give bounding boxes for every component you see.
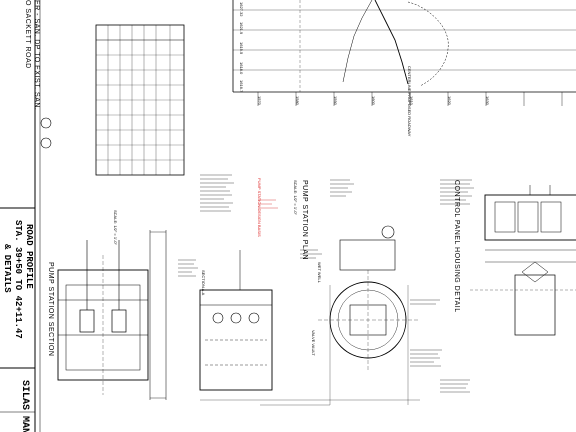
section-aa-label: SECTION A-A <box>201 270 206 296</box>
sheet-title-line1: ROAD PROFILE <box>24 224 34 289</box>
control-panel-housing-title: CONTROL PANEL HOUSING DETAIL <box>453 180 460 313</box>
station-label: 1600 <box>371 96 376 105</box>
elev-label: 1627.32 <box>239 2 244 17</box>
elev-label: 1619.5 <box>239 42 244 55</box>
station-label: 1580 <box>295 96 300 105</box>
profile-heading-road: O SACKETT ROAD <box>24 0 31 69</box>
station-label: 1630 <box>485 96 490 105</box>
pump-section-scale: SCALE: 1/2" = 1'-0" <box>113 210 118 245</box>
profile-heading: ER - SAN. DP TO EXIST. SAN. <box>33 0 40 111</box>
elev-label: 1616.7 <box>239 80 244 93</box>
centerline-label: CENTERLINE PROPOSED ROADWAY <box>407 66 412 137</box>
project-name: SILAS MAN <box>19 380 30 432</box>
valve-vault-label: VALVE VAULT <box>311 330 316 356</box>
pump-station-plan-title: PUMP STATION PLAN <box>301 180 308 261</box>
station-label: 1620 <box>447 96 452 105</box>
wet-well-label: WET WELL <box>317 262 322 283</box>
elev-label: 1621.9 <box>239 22 244 35</box>
station-label: 1590 <box>333 96 338 105</box>
pump-station-section-title: PUMP STATION SECTION <box>47 262 54 357</box>
sheet-title-line2: STA. 39+50 TO 42+11.47 <box>13 220 23 339</box>
pump-plan-scale: SCALE: 1/2" = 1'-0" <box>293 180 298 215</box>
sheet-title-line3: & DETAILS <box>2 244 12 293</box>
station-label: 1570 <box>257 96 262 105</box>
elev-label: 1618.0 <box>239 62 244 75</box>
pump-station-design-note: PUMP STATION DESIGN BASIS <box>257 178 262 237</box>
